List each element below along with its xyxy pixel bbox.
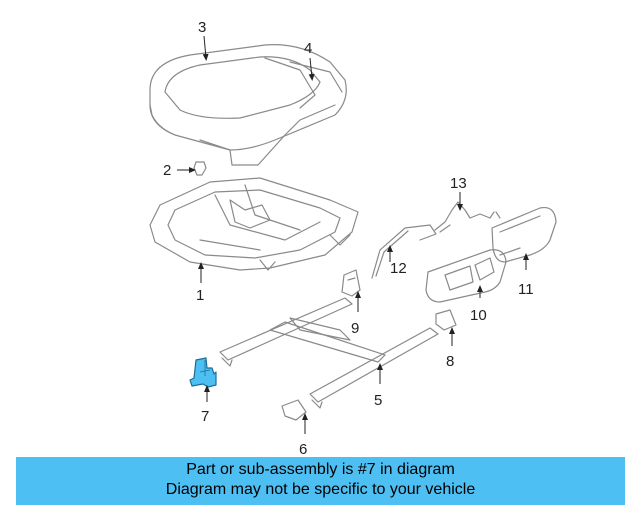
clip-part — [193, 161, 207, 176]
bracket-part-8 — [435, 309, 457, 331]
callout-10: 10 — [470, 307, 487, 324]
callout-12: 12 — [390, 260, 407, 277]
callout-5: 5 — [374, 392, 382, 409]
seat-tracks — [219, 297, 439, 409]
callout-3: 3 — [198, 19, 206, 36]
side-trim-part-11 — [491, 206, 557, 263]
callout-2: 2 — [163, 162, 171, 179]
bracket-part-9 — [341, 269, 361, 297]
banner-line-2: Diagram may not be specific to your vehi… — [165, 481, 476, 498]
callout-9: 9 — [351, 320, 359, 337]
callout-4: 4 — [304, 40, 312, 57]
callout-13: 13 — [450, 175, 467, 192]
callout-8: 8 — [446, 353, 454, 370]
highlighted-part-7 — [189, 357, 217, 388]
callout-7: 7 — [201, 408, 209, 425]
callout-1: 1 — [196, 287, 204, 304]
parts-diagram: 3 4 2 1 13 12 11 10 9 8 7 5 6 — [149, 19, 557, 455]
switch-bezel-part-10 — [425, 249, 507, 303]
callout-11: 11 — [518, 281, 534, 298]
wire-part-13 — [434, 201, 501, 233]
callouts: 3 4 2 1 13 12 11 10 9 8 7 5 6 — [163, 19, 534, 455]
bracket-part-6 — [281, 399, 307, 421]
info-banner: Part or sub-assembly is #7 in diagram Di… — [16, 457, 625, 505]
rod-part-12 — [371, 224, 437, 279]
seat-cushion — [149, 44, 347, 166]
callout-6: 6 — [299, 441, 307, 455]
banner-line-1: Part or sub-assembly is #7 in diagram — [186, 461, 455, 478]
seat-frame — [149, 177, 359, 271]
